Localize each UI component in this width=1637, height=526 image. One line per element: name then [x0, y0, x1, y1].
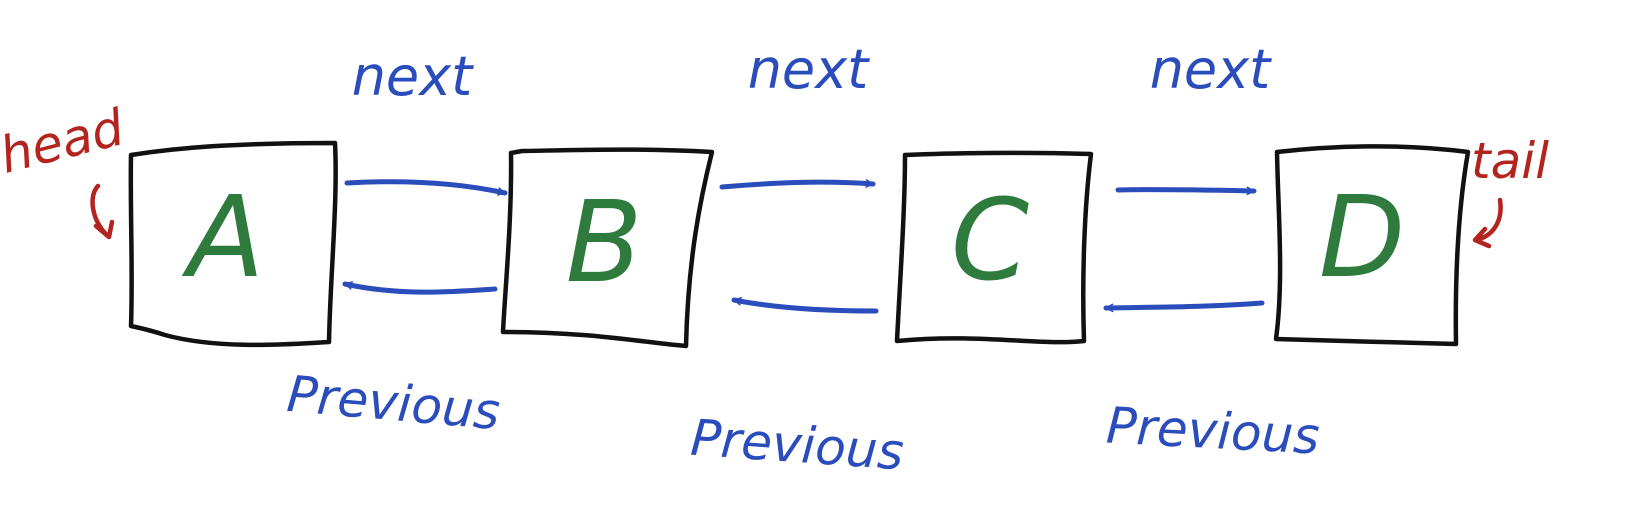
node-box	[894, 150, 1094, 345]
tail-label: tail	[1471, 132, 1549, 190]
head-arrow-icon	[90, 183, 115, 240]
previous-arrow-icon	[1103, 300, 1265, 313]
node-b: B	[500, 147, 715, 349]
node-box	[128, 140, 338, 348]
link-a-b: next Previous	[285, 45, 508, 441]
node-box	[500, 147, 715, 349]
link-c-d: next Previous	[1103, 38, 1321, 466]
node-letter: D	[1319, 173, 1405, 303]
node-c: C	[894, 150, 1094, 345]
previous-arrow-icon	[731, 297, 879, 314]
node-letter: A	[182, 173, 265, 303]
next-arrow-icon	[1115, 186, 1257, 196]
tail-arrow-icon	[1472, 197, 1503, 249]
previous-label: Previous	[689, 409, 906, 482]
next-label: next	[748, 38, 870, 101]
node-letter: B	[566, 178, 643, 308]
node-d: D	[1273, 144, 1471, 347]
next-label: next	[352, 45, 474, 108]
node-letter: C	[951, 176, 1029, 306]
previous-label: Previous	[285, 365, 503, 441]
tail-pointer: tail	[1471, 132, 1549, 249]
head-label: head	[0, 98, 130, 185]
link-b-c: next Previous	[689, 38, 906, 481]
next-arrow-icon	[719, 179, 876, 190]
previous-label: Previous	[1105, 396, 1321, 465]
node-a: A	[128, 140, 338, 348]
previous-arrow-icon	[342, 281, 498, 295]
next-label: next	[1150, 38, 1272, 101]
next-arrow-icon	[344, 179, 508, 196]
node-box	[1273, 144, 1471, 347]
head-pointer: head	[0, 98, 130, 240]
